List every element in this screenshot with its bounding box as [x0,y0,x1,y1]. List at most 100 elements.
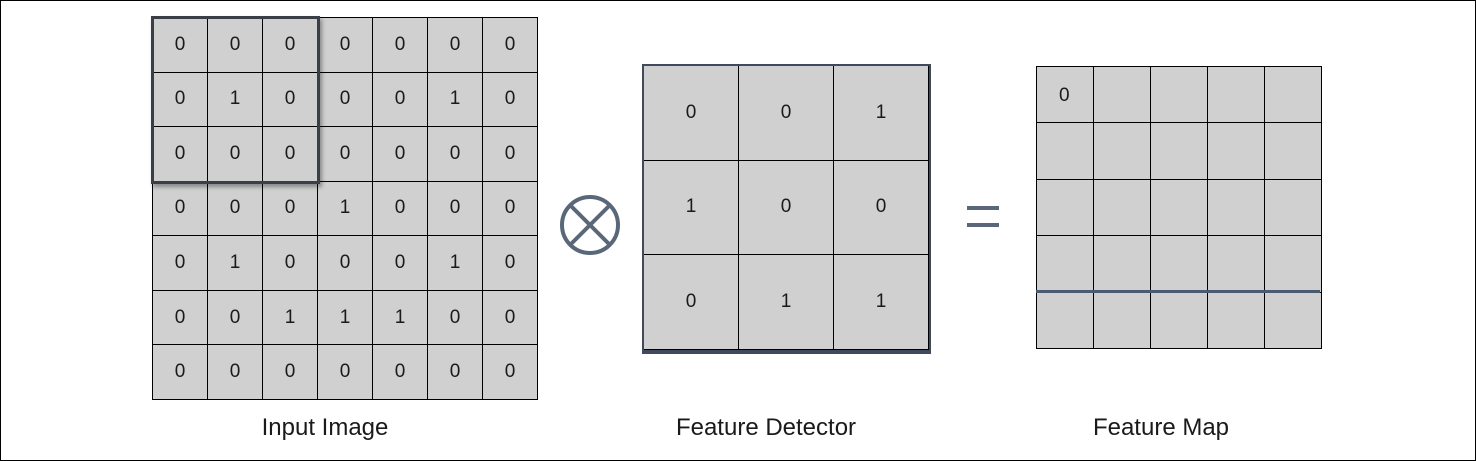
map-row [1036,122,1322,180]
detector-cell: 0 [738,159,834,256]
input-cell-value: 0 [449,33,461,55]
input-cell-value: 1 [449,252,461,274]
map-cell-value [1037,180,1059,198]
map-cell: 0 [1036,65,1094,124]
input-cell: 1 [372,289,428,346]
map-cell-value [1111,83,1133,101]
input-cell: 0 [317,126,373,182]
input-cell: 0 [207,289,263,346]
input-cell: 0 [427,17,483,73]
input-cell-value: 0 [284,361,296,383]
detector-cell-value: 0 [780,101,792,123]
map-cell-value [1111,139,1133,157]
input-cell-value: 0 [504,252,516,274]
map-cell [1093,65,1151,124]
input-cell-value: 0 [284,197,296,219]
input-cell: 1 [207,71,263,128]
map-cell-value [1111,252,1133,270]
input-cell-value: 0 [339,142,351,164]
map-row: 0 [1036,65,1322,124]
input-cell-value: 1 [394,306,406,328]
feature-map-caption: Feature Map [1092,414,1230,441]
detector-cell-value: 0 [780,196,792,218]
map-cell-value [1168,195,1190,213]
input-cell: 0 [482,344,538,400]
input-cell-value: 1 [339,197,351,219]
detector-cell-value: 0 [685,101,697,123]
map-cell [1093,235,1151,293]
input-cell-value: 0 [174,361,186,383]
input-cell-value: 0 [504,197,516,219]
input-cell: 0 [482,71,538,128]
input-cell: 0 [482,180,538,237]
input-cell-value: 0 [394,88,406,110]
input-cell-value: 0 [504,142,516,164]
map-cell-value [1225,308,1247,326]
input-cell-value: 0 [504,33,516,55]
input-cell-value: 0 [504,88,516,110]
detector-cell-value: 1 [685,196,697,218]
input-cell-value: 0 [339,88,351,110]
map-cell-value: 0 [1059,85,1070,106]
map-cell [1150,291,1208,350]
input-cell-value: 0 [284,252,296,274]
input-cell-value: 0 [174,142,186,164]
map-cell [1207,291,1265,350]
input-cell: 0 [317,71,373,128]
map-cell-value [1168,139,1190,157]
input-cell-value: 1 [284,306,296,328]
input-cell: 0 [372,344,428,400]
input-cell-value: 0 [394,33,406,55]
input-cell: 0 [317,344,373,400]
map-cell [1264,235,1322,293]
detector-cell: 0 [833,159,929,256]
map-cell-value [1282,83,1304,101]
detector-cell: 0 [643,254,739,350]
detector-cell: 1 [833,254,929,350]
input-cell: 0 [152,289,208,346]
map-cell [1264,65,1322,124]
input-cell: 0 [207,126,263,182]
map-cell [1093,122,1151,180]
input-cell: 0 [207,17,263,73]
input-cell: 0 [262,126,318,182]
map-cell [1264,178,1322,237]
input-cell: 0 [427,289,483,346]
map-cell [1036,291,1094,350]
map-cell [1036,235,1094,293]
input-cell: 1 [207,235,263,291]
input-cell: 0 [482,289,538,346]
input-cell: 0 [372,126,428,182]
input-cell: 0 [317,17,373,73]
detector-cell-value: 0 [685,291,697,313]
detector-row: 1 0 0 [643,159,929,256]
map-cell-value [1225,252,1247,270]
input-cell-value: 0 [174,197,186,219]
input-cell: 1 [317,180,373,237]
input-cell-value: 0 [339,252,351,274]
input-cell-value: 0 [174,306,186,328]
input-cell-value: 0 [284,88,296,110]
detector-cell: 0 [643,65,739,161]
input-cell-value: 0 [504,361,516,383]
map-cell [1150,122,1208,180]
input-cell-value: 0 [229,33,241,55]
map-cell-value [1037,293,1059,311]
input-cell-value: 1 [449,88,461,110]
input-cell-value: 0 [449,306,461,328]
map-cell [1150,178,1208,237]
input-cell-value: 0 [394,142,406,164]
map-cell-value [1168,252,1190,270]
input-cell-value: 1 [229,252,241,274]
map-cell [1207,65,1265,124]
map-cell [1264,291,1322,350]
input-cell: 0 [482,126,538,182]
input-cell: 0 [372,71,428,128]
input-cell: 0 [262,235,318,291]
